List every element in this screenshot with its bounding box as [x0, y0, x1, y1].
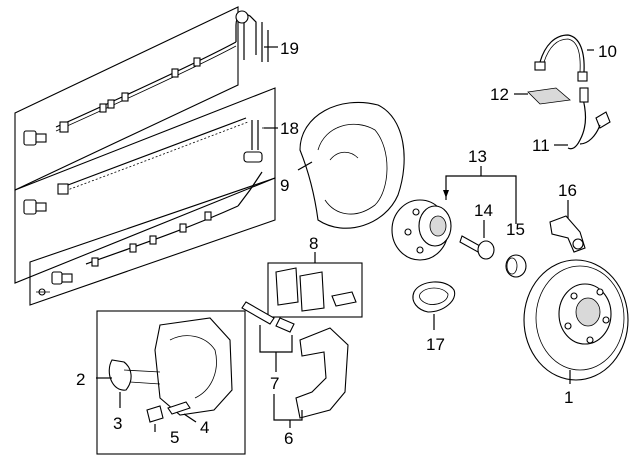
callout-1: 1 — [564, 388, 573, 407]
callout-4: 4 — [200, 418, 209, 437]
bleeder-screw — [167, 401, 191, 415]
hub-bolt-14 — [459, 220, 495, 260]
callout-11: 11 — [532, 136, 550, 155]
grommet-set-19 — [59, 57, 201, 133]
callout-13: 13 — [468, 147, 487, 166]
hub-bearing-13 — [391, 166, 517, 261]
line-fitting — [595, 111, 611, 129]
callout-10: 10 — [598, 42, 617, 61]
brake-pad-inner — [275, 267, 299, 306]
connector-19a — [23, 130, 47, 146]
callout-15: 15 — [506, 220, 525, 239]
callout-17: 17 — [426, 335, 445, 354]
caliper-box-2 — [96, 310, 246, 455]
leader-lines — [96, 46, 278, 379]
abs-sensor-16 — [549, 200, 586, 253]
pad-clip — [331, 291, 357, 307]
callout-2: 2 — [76, 370, 85, 389]
caliper-body — [154, 317, 233, 416]
seal-17 — [412, 281, 456, 330]
callout-labels: 1 2 3 4 5 6 7 8 9 10 11 12 13 14 15 16 1… — [76, 39, 617, 448]
callout-5: 5 — [170, 428, 179, 447]
hose-fitting-top — [534, 61, 546, 71]
callout-3: 3 — [113, 414, 122, 433]
callout-12: 12 — [490, 85, 509, 104]
connector-18a — [23, 199, 47, 215]
dust-cap-15 — [505, 254, 527, 278]
callout-6: 6 — [284, 429, 293, 448]
panel-19-sensor-wires — [14, 6, 278, 191]
callout-18: 18 — [280, 119, 299, 138]
brake-line-11 — [554, 87, 611, 150]
sensor-18 — [243, 151, 263, 163]
brake-rotor-1 — [523, 259, 629, 384]
caliper-spring — [108, 359, 132, 391]
bleeder-cap — [146, 405, 164, 423]
brake-pad-outer — [299, 271, 325, 312]
guide-pins-7 — [241, 301, 295, 372]
callout-9: 9 — [280, 176, 289, 195]
dust-shield-9 — [297, 101, 405, 229]
sensor-head-19 — [235, 10, 249, 24]
callout-16: 16 — [558, 181, 577, 200]
hose-fitting-bottom — [577, 71, 588, 82]
callout-8: 8 — [309, 234, 318, 253]
hose-clip-12 — [514, 87, 571, 105]
callout-7: 7 — [270, 374, 279, 393]
panel-lower-sensor-wires — [29, 171, 276, 306]
brake-pad-box-8 — [267, 252, 363, 318]
callout-14: 14 — [474, 201, 493, 220]
brake-hose-10 — [534, 34, 594, 82]
connector-lower — [36, 271, 73, 296]
callout-19: 19 — [280, 39, 299, 58]
caliper-bracket-6 — [273, 327, 349, 428]
